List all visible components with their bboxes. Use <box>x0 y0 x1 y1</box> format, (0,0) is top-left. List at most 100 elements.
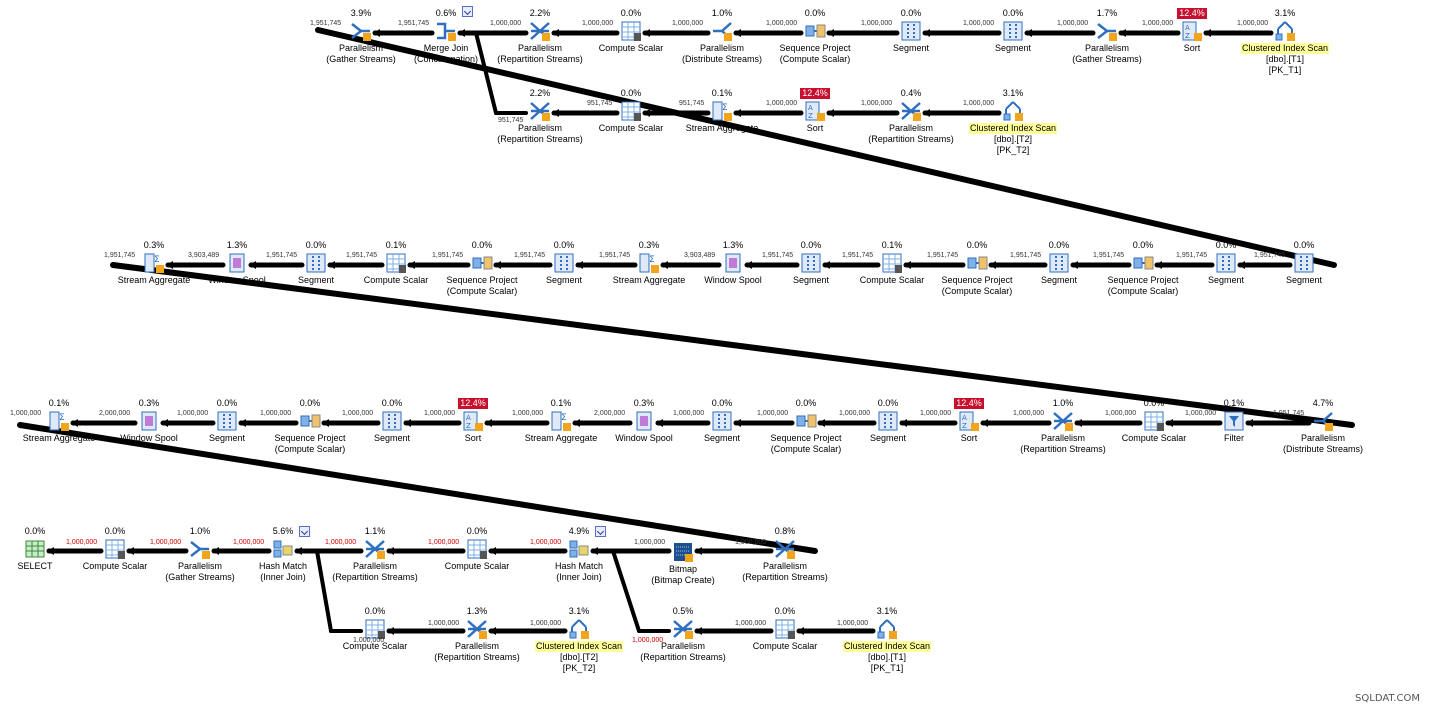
operator-sublabel: (Compute Scalar) <box>1107 286 1179 296</box>
operator-cost: 0.0% <box>711 398 733 408</box>
plan-connector <box>611 549 641 633</box>
plan-operator-r5-par-rep2[interactable]: 0.8%Parallelism(Repartition Streams) <box>725 526 845 583</box>
operator-label: Parallelism <box>177 561 222 571</box>
plan-operator-r1-par-dist[interactable]: 1.0%Parallelism(Distribute Streams) <box>662 8 782 65</box>
plan-operator-r5-cs1[interactable]: 0.0%Compute Scalar <box>55 526 175 572</box>
operator-label: Window Spool <box>704 275 762 285</box>
plan-operator-r1-scan[interactable]: 3.1%Clustered Index Scan[dbo].[T1][PK_T1… <box>1225 8 1345 76</box>
plan-operator-r4-par-rep[interactable]: 1.0%Parallelism(Repartition Streams) <box>1003 398 1123 455</box>
operator-sublabel: (Repartition Streams) <box>640 652 726 662</box>
operator-cost: 4.7% <box>1312 398 1334 408</box>
plan-operator-r2-par-rep[interactable]: 2.2%Parallelism(Repartition Streams) <box>480 88 600 145</box>
operator-cost: 0.0% <box>900 8 922 18</box>
operator-cost: 0.0% <box>305 240 327 250</box>
arrow-head <box>591 547 598 555</box>
expand-chevron-icon[interactable] <box>299 526 310 537</box>
row-count-label: 1,000,000 <box>342 410 374 417</box>
plan-operator-r6-par-rep1[interactable]: 1.3%Parallelism(Repartition Streams) <box>417 606 537 663</box>
plan-operator-r3-wspool2[interactable]: 1.3% Window Spool <box>673 240 793 286</box>
plan-operator-r4-par-dist[interactable]: 4.7%Parallelism(Distribute Streams) <box>1263 398 1383 455</box>
row-count-label: 2,000,000 <box>594 410 626 417</box>
expand-chevron-icon[interactable] <box>462 6 473 17</box>
operator-label: Parallelism <box>454 641 499 651</box>
plan-operator-r4-seg4[interactable]: 0.0%Segment <box>828 398 948 444</box>
plan-operator-r2-par-rep2[interactable]: 0.4%Parallelism(Repartition Streams) <box>851 88 971 145</box>
plan-operator-r3-seqproj1[interactable]: 0.0%Sequence Project(Compute Scalar) <box>422 240 542 297</box>
row-count-label: 1,000,000 <box>490 20 522 27</box>
operator-label: Sequence Project <box>770 433 842 443</box>
row-count-label: 1,000,000 <box>530 620 562 627</box>
expand-chevron-icon[interactable] <box>595 526 606 537</box>
plan-operator-r2-scan[interactable]: 3.1%Clustered Index Scan[dbo].[T2][PK_T2… <box>953 88 1073 156</box>
segment-icon <box>382 411 402 431</box>
plan-operator-r4-wspool1[interactable]: 0.3%Window Spool <box>89 398 209 444</box>
plan-operator-r4-seg2[interactable]: 0.0%Segment <box>332 398 452 444</box>
arrow-head <box>661 261 668 269</box>
operator-cost: 0.0% <box>877 398 899 408</box>
plan-operator-r1-merge[interactable]: 0.6%Merge Join(Concatenation) <box>386 8 506 65</box>
plan-operator-r3-seqproj3[interactable]: 0.0%Sequence Project(Compute Scalar) <box>1083 240 1203 297</box>
plan-operator-r4-seg1[interactable]: 0.0%Segment <box>167 398 287 444</box>
plan-operator-r3-seg4[interactable]: 0.0%Segment <box>999 240 1119 286</box>
plan-operator-r5-cs2[interactable]: 0.0%Compute Scalar <box>417 526 537 572</box>
plan-operator-r3-seg3[interactable]: 0.0%Segment <box>751 240 871 286</box>
plan-operator-r6-cs1[interactable]: 0.0%Compute Scalar <box>315 606 435 652</box>
operator-sublabel: [PK_T1] <box>870 663 904 673</box>
plan-operator-r1-seg2[interactable]: 0.0%Segment <box>953 8 1073 54</box>
plan-operator-r3-seqproj2[interactable]: 0.0%Sequence Project(Compute Scalar) <box>917 240 1037 297</box>
plan-operator-r4-wspool2[interactable]: 0.3%Window Spool <box>584 398 704 444</box>
arrow-head <box>1166 419 1173 427</box>
operator-cost: 1.3% <box>722 240 744 250</box>
operator-cost: 0.3% <box>638 240 660 250</box>
plan-operator-r1-par-gather2[interactable]: 1.7%Parallelism(Gather Streams) <box>1047 8 1167 65</box>
plan-operator-r4-seqproj1[interactable]: 0.0%Sequence Project(Compute Scalar) <box>250 398 370 455</box>
sequence-project-icon <box>967 256 988 270</box>
operator-label: Hash Match <box>554 561 604 571</box>
compute-scalar-icon <box>105 539 125 559</box>
plan-operator-r6-scan1[interactable]: 3.1%Clustered Index Scan[dbo].[T2][PK_T2… <box>519 606 639 674</box>
plan-operator-r5-par-gather[interactable]: 1.0%Parallelism(Gather Streams) <box>140 526 260 583</box>
arrow-head <box>47 547 54 555</box>
plan-operator-r3-seg2[interactable]: 0.0%Segment <box>504 240 624 286</box>
operator-label: Stream Aggregate <box>524 433 598 443</box>
plan-operator-r3-wspool1[interactable]: 1.3%Window Spool <box>177 240 297 286</box>
plan-operator-r1-par-gather[interactable]: 3.9%Parallelism(Gather Streams) <box>301 8 421 65</box>
plan-operator-r6-scan2[interactable]: 3.1%Clustered Index Scan[dbo].[T1][PK_T1… <box>827 606 947 674</box>
plan-operator-r5-hash1[interactable]: 5.6%Hash Match(Inner Join) <box>223 526 343 583</box>
operator-sublabel: (Gather Streams) <box>1072 54 1142 64</box>
plan-operator-r4-seqproj2[interactable]: 0.0%Sequence Project(Compute Scalar) <box>746 398 866 455</box>
plan-operator-r1-seqproj[interactable]: 0.0%Sequence Project(Compute Scalar) <box>755 8 875 65</box>
plan-operator-r3-seg6[interactable]: 0.0%Segment <box>1244 240 1364 286</box>
compute-scalar-icon <box>882 253 902 273</box>
plan-operator-r3-seg1[interactable]: 0.0%Segment <box>256 240 376 286</box>
plan-operator-r4-filter[interactable]: 0.1%Filter <box>1174 398 1294 444</box>
row-count-label: 1,951,745 <box>599 252 631 259</box>
plan-operator-r3-cs1[interactable]: 0.1%Compute Scalar <box>336 240 456 286</box>
plan-operator-r2-cs[interactable]: 0.0%Compute Scalar <box>571 88 691 134</box>
plan-operator-r4-cs[interactable]: 0.0%Compute Scalar <box>1094 398 1214 444</box>
plan-operator-r5-hash2[interactable]: 4.9%Hash Match(Inner Join) <box>519 526 639 583</box>
plan-operator-r6-par-rep2[interactable]: 0.5%Parallelism(Repartition Streams) <box>623 606 743 663</box>
plan-operator-r3-cs2[interactable]: 0.1%Compute Scalar <box>832 240 952 286</box>
plan-operator-r1-seg1[interactable]: 0.0%Segment <box>851 8 971 54</box>
operator-label: Segment <box>373 433 411 443</box>
plan-operator-r3-seg5[interactable]: 0.0%Segment <box>1166 240 1286 286</box>
plan-operator-r5-bitmap[interactable]: Bitmap(Bitmap Create) <box>623 526 743 586</box>
plan-operator-r4-seg3[interactable]: 0.0%Segment <box>662 398 782 444</box>
arrow-head <box>295 547 302 555</box>
plan-operator-r6-cs2[interactable]: 0.0%Compute Scalar <box>725 606 845 652</box>
plan-operator-r1-par-rep[interactable]: 2.2%Parallelism(Repartition Streams) <box>480 8 600 65</box>
plan-operator-r5-select[interactable]: 0.0%SELECT <box>0 526 95 572</box>
plan-operator-r1-cs[interactable]: 0.0%Compute Scalar <box>571 8 691 54</box>
arrow-head <box>573 419 580 427</box>
plan-operator-r5-par-rep1[interactable]: 1.1%Parallelism(Repartition Streams) <box>315 526 435 583</box>
